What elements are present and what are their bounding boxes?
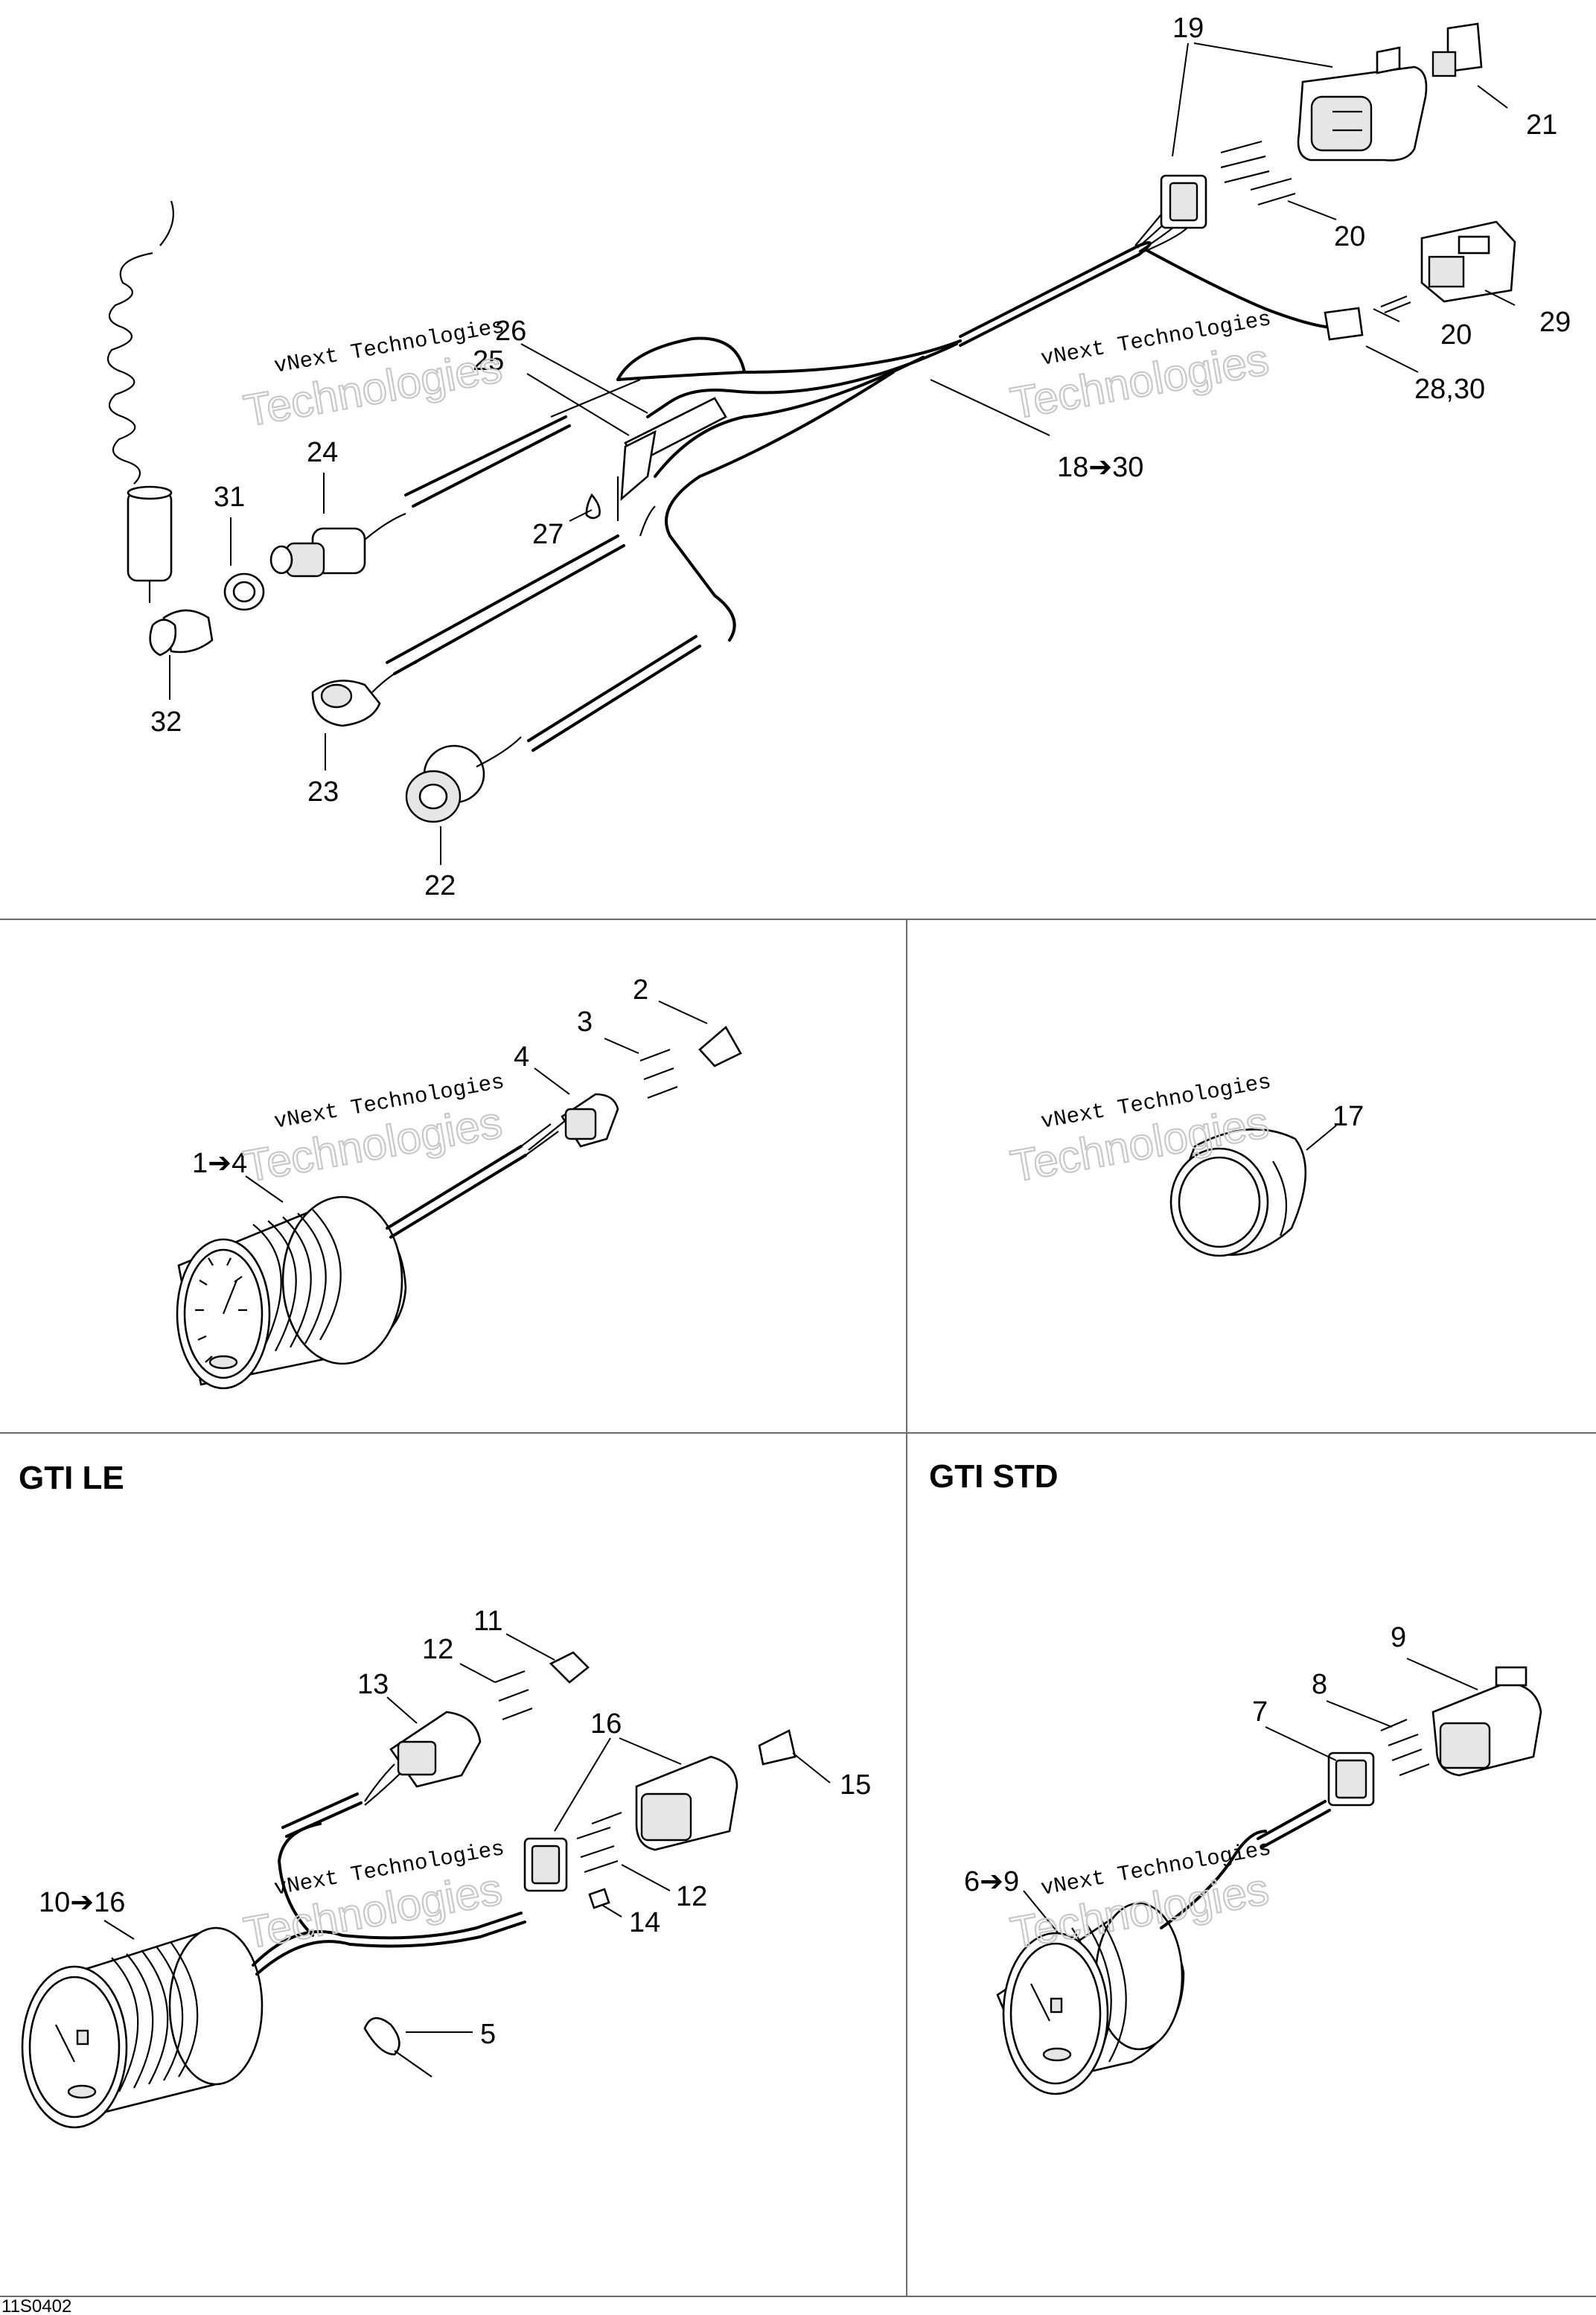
- callout-10-16: 10➔16: [39, 1887, 125, 1918]
- wedge-lock-2: [698, 1025, 742, 1067]
- ring-sensor-23: [311, 661, 418, 727]
- gauge-connector-4: [561, 1093, 619, 1148]
- callout-5: 5: [480, 2019, 496, 2050]
- pressure-sensor-22: [405, 736, 522, 823]
- callout-4: 4: [514, 1041, 529, 1073]
- callout-1-4: 1➔4: [192, 1148, 247, 1179]
- cable-tie-5: [363, 2017, 432, 2078]
- gti-le-connector-16: [523, 1755, 738, 1892]
- callout-14: 14: [629, 1907, 660, 1938]
- gti-le-gauge-assembly: [21, 1763, 526, 2129]
- gti-le-pins-12-lower: [576, 1811, 622, 1874]
- connector-housing-29: [1420, 220, 1516, 303]
- callout-11: 11: [473, 1606, 502, 1637]
- gti-std-pins-8: [1380, 1718, 1430, 1777]
- callout-7: 7: [1252, 1696, 1268, 1728]
- callout-12-lower: 12: [676, 1881, 707, 1912]
- callout-3: 3: [577, 1006, 593, 1038]
- callout-16: 16: [590, 1708, 622, 1740]
- sensor-leads: [386, 378, 701, 752]
- callout-23: 23: [307, 776, 339, 808]
- gti-std-connector-7: [1327, 1752, 1375, 1807]
- callout-21: 21: [1526, 109, 1557, 141]
- callout-12-upper: 12: [422, 1634, 453, 1665]
- callout-15: 15: [840, 1769, 871, 1801]
- callout-29: 29: [1539, 307, 1571, 338]
- callout-13: 13: [357, 1669, 389, 1700]
- gauge-bezel-lines: [252, 1209, 342, 1356]
- connector-plate-28-30: [1324, 307, 1364, 341]
- callout-28-30: 28,30: [1414, 374, 1485, 405]
- callout-6-9: 6➔9: [964, 1866, 1019, 1897]
- gti-le-wedge-15: [758, 1729, 797, 1766]
- callout-20-lower: 20: [1440, 319, 1472, 351]
- gti-le-plug-11: [549, 1651, 590, 1684]
- connector-body-19: [1297, 46, 1428, 162]
- watermark: Technologies vNext Technologies: [240, 1836, 507, 1959]
- reference-code: 11S0402: [1, 2296, 71, 2315]
- gauge-assembly-1-4: [176, 1120, 566, 1390]
- section-title-gti-std: GTI STD: [929, 1458, 1059, 1495]
- section-title-gti-le: GTI LE: [19, 1460, 124, 1496]
- callout-19: 19: [1172, 13, 1204, 44]
- bezel-ring-17: [1169, 1128, 1307, 1257]
- gti-le-connector-13: [389, 1711, 482, 1788]
- gauge-face-ticks: [195, 1257, 247, 1370]
- callout-9: 9: [1391, 1622, 1406, 1653]
- callout-31: 31: [214, 482, 245, 513]
- switch-24: [269, 512, 406, 578]
- safety-lanyard-32: [106, 200, 214, 657]
- callout-27: 27: [532, 519, 564, 550]
- gti-le-plug-14: [588, 1888, 610, 1909]
- nut-31: [223, 572, 265, 611]
- panel-grid: [0, 919, 1596, 2297]
- drop-27: [585, 493, 601, 520]
- wiring-harness-assembly: [616, 209, 1334, 642]
- wedge-lock-21: [1431, 22, 1483, 77]
- watermark-group: Technologies vNext Technologies Technolo…: [240, 307, 1274, 1959]
- gti-std-connector-9: [1431, 1666, 1542, 1777]
- watermark: Technologies vNext Technologies: [240, 1070, 507, 1192]
- watermark: Technologies vNext Technologies: [240, 314, 507, 437]
- gti-le-bezel-lines: [111, 1942, 199, 2092]
- callout-20-upper: 20: [1334, 221, 1365, 252]
- gti-le-pins-12-upper: [494, 1670, 533, 1721]
- callout-17: 17: [1332, 1101, 1364, 1132]
- callout-8: 8: [1312, 1669, 1327, 1700]
- watermark: Technologies vNext Technologies: [1006, 307, 1274, 430]
- terminal-pins-20: [1220, 140, 1411, 314]
- callout-24: 24: [307, 437, 338, 468]
- callout-25: 25: [473, 345, 504, 377]
- connector-housing-19: [1160, 46, 1428, 229]
- callout-2: 2: [633, 974, 648, 1006]
- leader-lines: [103, 42, 1516, 2033]
- callout-22: 22: [424, 870, 456, 901]
- gti-std-gauge-assembly: [996, 1800, 1331, 2095]
- sleeve-connector-25-26: [620, 397, 727, 502]
- callout-labels: 19 21 20 20 29 28,30 18➔30 26 25 27 24 3…: [19, 13, 1571, 2050]
- terminal-pins-3: [639, 1048, 678, 1099]
- callout-26: 26: [495, 316, 526, 347]
- callout-32: 32: [150, 706, 182, 738]
- callout-18-30: 18➔30: [1057, 452, 1143, 483]
